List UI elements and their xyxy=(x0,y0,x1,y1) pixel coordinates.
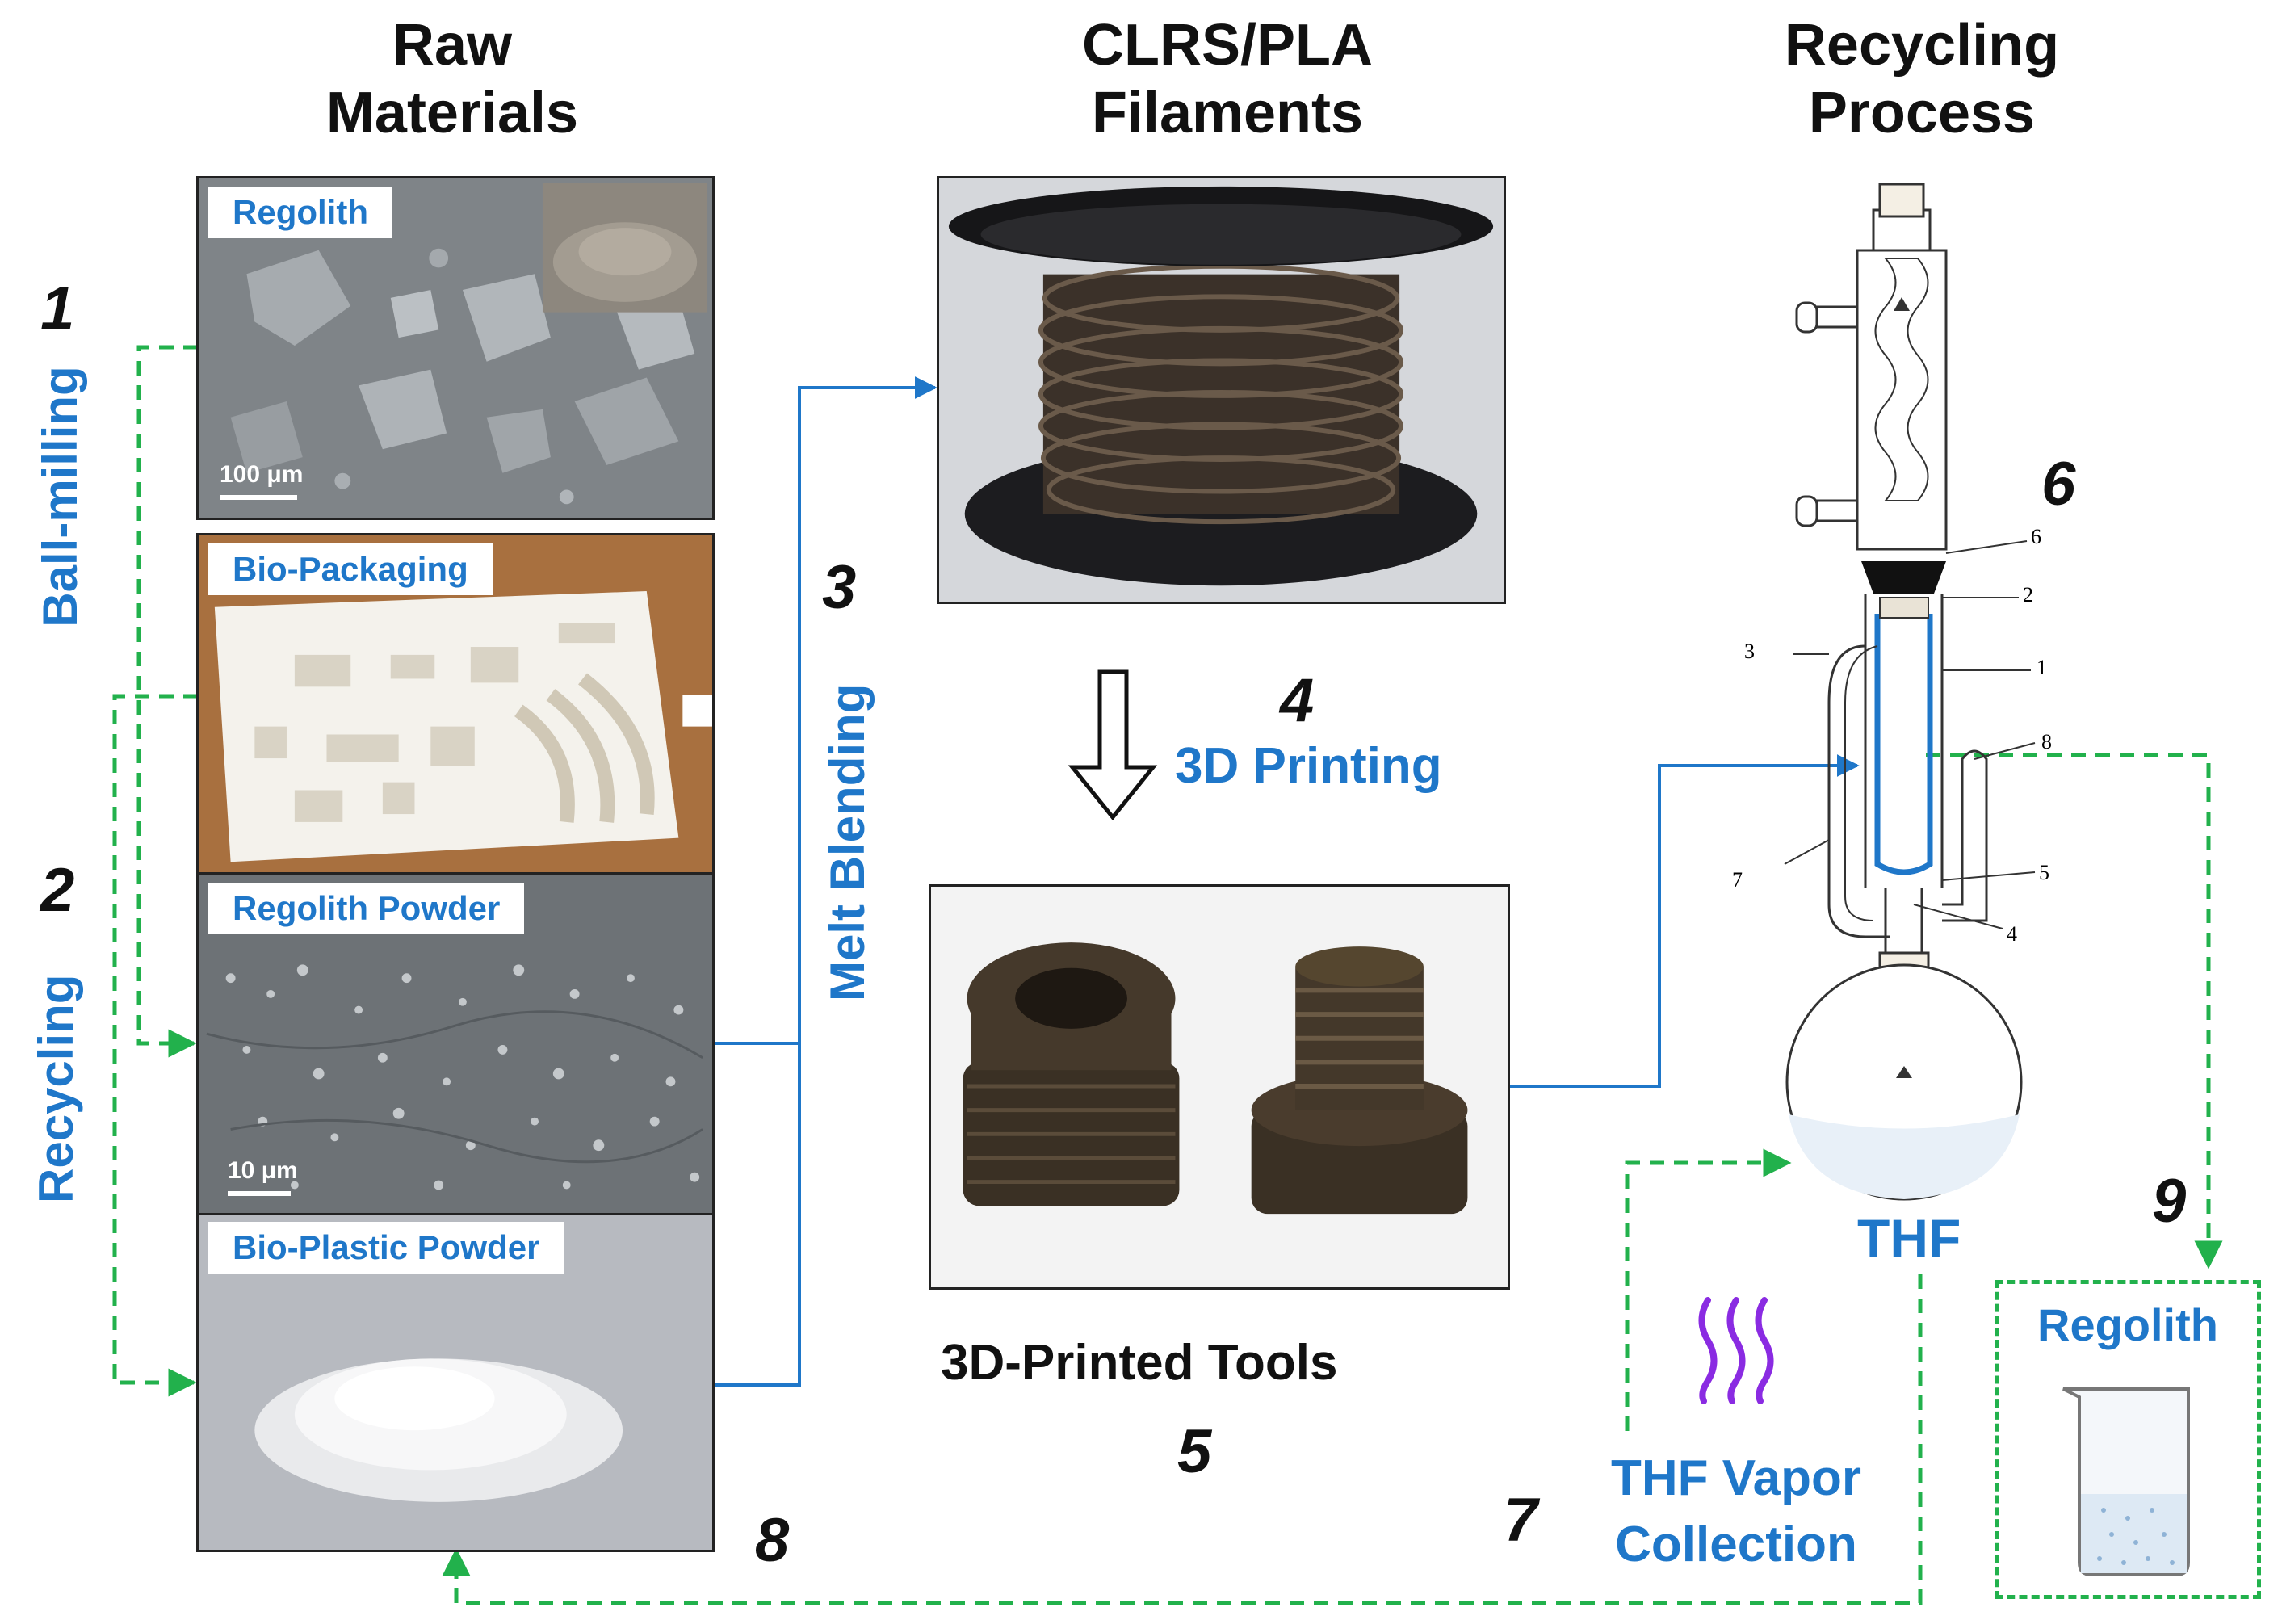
green-dash-recycling xyxy=(112,694,198,1397)
step-number-1: 1 xyxy=(40,275,75,343)
vapor-collection-label: THF Vapor Collection xyxy=(1575,1446,1898,1578)
header-raw-line1: Raw xyxy=(392,13,513,78)
regolith-scale-text: 100 μm xyxy=(220,461,304,488)
part-num-7: 7 xyxy=(1732,868,1743,892)
step-number-7: 7 xyxy=(1504,1486,1538,1555)
header-filaments-line1: CLRS/PLA xyxy=(1082,13,1373,78)
part-num-6: 6 xyxy=(2031,525,2041,548)
part-num-3: 3 xyxy=(1744,640,1755,663)
step-number-6: 6 xyxy=(2041,450,2076,518)
regolith-scale-bar xyxy=(220,495,297,500)
panel-filament-spool xyxy=(937,176,1506,604)
part-num-8: 8 xyxy=(2041,730,2052,753)
header-recycling-process: Recycling Process xyxy=(1736,11,2108,147)
regolith-powder-scale-text: 10 μm xyxy=(228,1157,298,1184)
regolith-output-label: Regolith xyxy=(2037,1299,2218,1350)
panel-regolith-powder: Regolith Powder 10 μm xyxy=(196,872,715,1216)
printed-tools-label: 3D-Printed Tools xyxy=(941,1335,1338,1391)
step-number-3: 3 xyxy=(822,553,857,622)
panel-regolith-label: Regolith xyxy=(208,187,392,238)
melt-blending-label: Melt Blending xyxy=(820,683,875,1001)
thf-label: THF xyxy=(1857,1208,1961,1268)
regolith-output-box: Regolith xyxy=(1995,1280,2261,1599)
step-number-4: 4 xyxy=(1280,666,1315,735)
regolith-sem-image xyxy=(199,178,712,518)
blue-line-bioplastic xyxy=(711,1043,801,1387)
blue-line-powder xyxy=(711,376,938,1045)
regolith-powder-scale-bar xyxy=(228,1191,291,1196)
printed-tools-photo xyxy=(931,887,1508,1287)
blue-line-tools xyxy=(1510,754,1860,1088)
soxhlet-apparatus xyxy=(1784,183,2036,1201)
panel-printed-tools xyxy=(929,884,1510,1290)
step-number-9: 9 xyxy=(2152,1167,2187,1236)
panel-bio-packaging-label: Bio-Packaging xyxy=(208,543,493,595)
printing-label: 3D Printing xyxy=(1175,738,1442,794)
part-num-2: 2 xyxy=(2023,583,2033,606)
recycling-label: Recycling xyxy=(29,974,83,1203)
green-dash-vapor xyxy=(1625,1148,1792,1431)
step-number-2: 2 xyxy=(40,856,75,925)
header-recycling-line1: Recycling xyxy=(1784,13,2060,78)
step-number-8: 8 xyxy=(755,1506,790,1575)
vapor-icon xyxy=(1698,1297,1774,1404)
green-dash-return xyxy=(442,1274,1923,1605)
panel-regolith: Regolith 100 μm xyxy=(196,176,715,520)
panel-bioplastic-powder-label: Bio-Plastic Powder xyxy=(208,1222,564,1274)
vapor-line1: THF Vapor xyxy=(1610,1450,1862,1506)
ball-milling-label: Ball-milling xyxy=(33,366,87,627)
step-number-5: 5 xyxy=(1177,1417,1212,1486)
filament-spool-photo xyxy=(939,178,1504,602)
beaker-icon xyxy=(2062,1387,2190,1576)
green-dash-ballmilling xyxy=(136,345,198,1058)
header-raw-materials: Raw Materials xyxy=(266,11,638,147)
panel-bio-packaging: Bio-Packaging xyxy=(196,533,715,877)
header-filaments-line2: Filaments xyxy=(1091,81,1364,145)
printing-arrow xyxy=(1068,669,1158,820)
panel-regolith-powder-label: Regolith Powder xyxy=(208,883,525,934)
header-raw-line2: Materials xyxy=(325,81,579,145)
header-recycling-line2: Process xyxy=(1808,81,2036,145)
part-num-5: 5 xyxy=(2039,861,2049,884)
part-num-4: 4 xyxy=(2007,922,2017,946)
panel-bioplastic-powder: Bio-Plastic Powder xyxy=(196,1213,715,1552)
header-filaments: CLRS/PLA Filaments xyxy=(1026,11,1429,147)
vapor-line2: Collection xyxy=(1615,1517,1857,1572)
bio-packaging-photo xyxy=(199,535,712,875)
part-num-1: 1 xyxy=(2037,656,2047,679)
